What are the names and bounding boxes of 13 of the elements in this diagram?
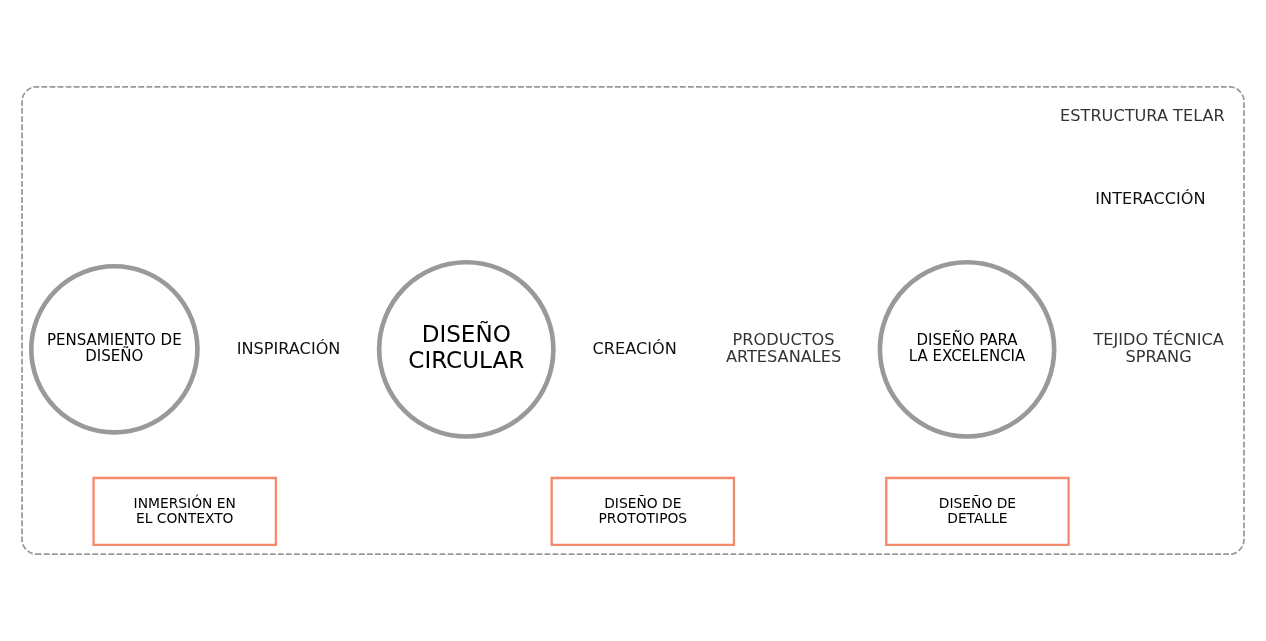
- node-box: DISEÑO DE DETALLE: [885, 476, 1070, 547]
- label: INTERACCIÓN: [1095, 189, 1206, 209]
- label: CREACIÓN: [592, 338, 677, 358]
- cluster: [21, 86, 1245, 555]
- node-circle: DISEÑO PARA LA EXCELENCIA: [877, 259, 1057, 439]
- node-circle: DISEÑO CIRCULAR: [376, 259, 556, 439]
- label: TEJIDO TÉCNICA SPRANG: [1093, 329, 1224, 367]
- node-box: INMERSIÓN EN EL CONTEXTO: [92, 476, 278, 547]
- label: PRODUCTOS ARTESANALES: [725, 329, 842, 367]
- label: ESTRUCTURA TELAR: [1060, 106, 1225, 126]
- node-box: DISEÑO DE PROTOTIPOS: [550, 476, 736, 547]
- node-circle: PENSAMIENTO DE DISEÑO: [28, 263, 200, 435]
- label: INSPIRACIÓN: [236, 338, 341, 358]
